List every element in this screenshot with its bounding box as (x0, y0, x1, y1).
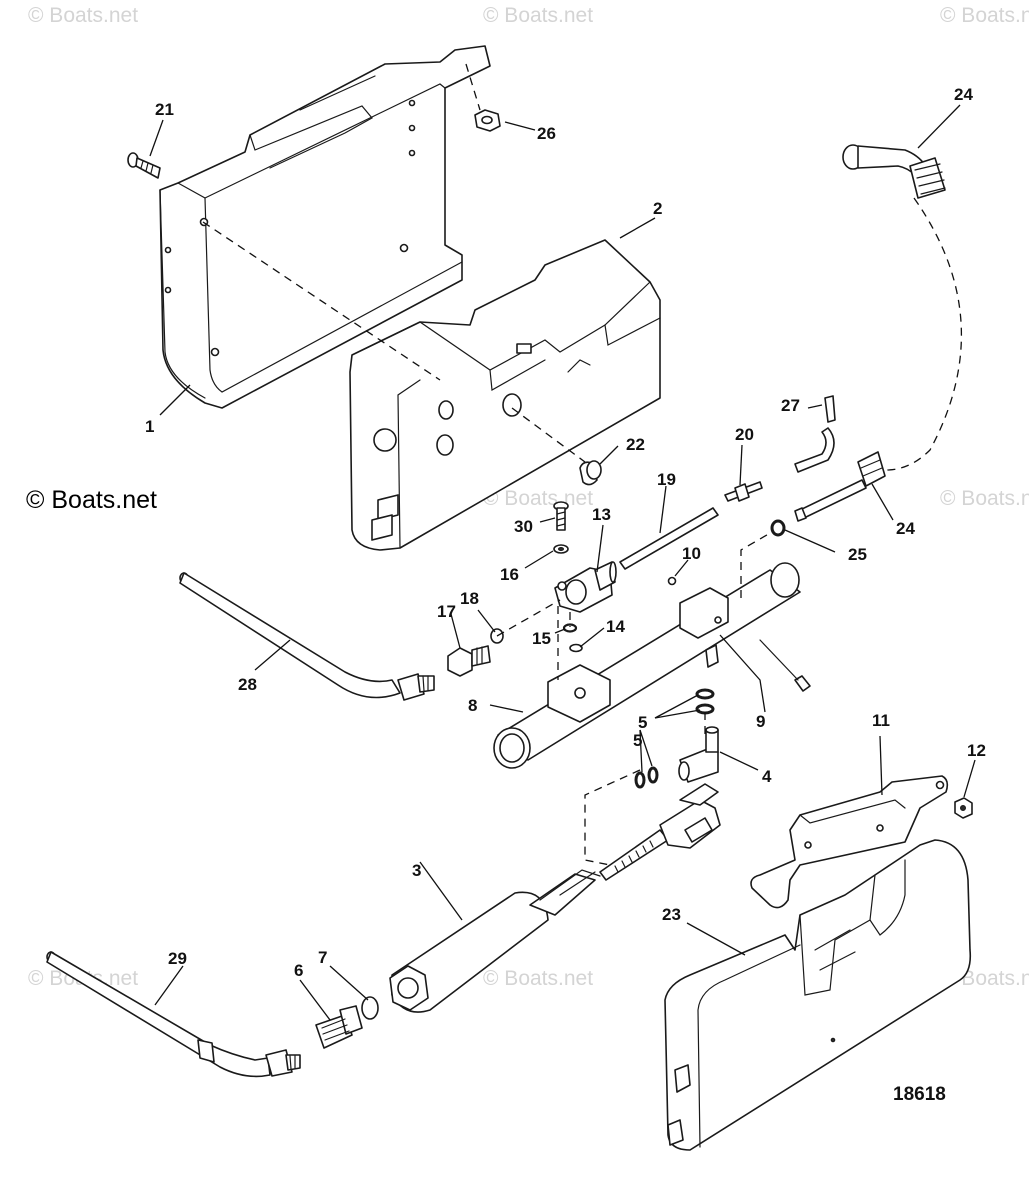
callout-4: 4 (762, 767, 772, 786)
figure-number: 18618 (893, 1084, 946, 1105)
callout-7: 7 (318, 948, 327, 967)
part-4-elbow-fitting (678, 726, 719, 783)
callout-19: 19 (657, 470, 676, 489)
callout-20: 20 (735, 425, 754, 444)
watermark-top-left: © Boats.net (28, 4, 138, 27)
watermark-top-right: © Boats.net (940, 4, 1029, 27)
callout-24-lower: 24 (896, 519, 915, 538)
part-13-pressure-regulator (554, 561, 617, 613)
callout-15: 15 (532, 629, 551, 648)
part-7-filter-screen (361, 996, 379, 1020)
part-10-plug (667, 576, 677, 586)
callout-29: 29 (168, 949, 187, 968)
part-16-washer (553, 544, 569, 554)
part-12-nut (954, 797, 973, 819)
leader-lines (149, 104, 976, 1021)
callout-16: 16 (500, 565, 519, 584)
watermark-bottom-center: © Boats.net (483, 967, 593, 990)
part-8-fuel-rail (493, 562, 801, 769)
part-1-mounting-bracket (159, 45, 491, 409)
watermark-top-center: © Boats.net (483, 4, 593, 27)
part-28-fuel-line (179, 572, 435, 701)
callout-23: 23 (662, 905, 681, 924)
callout-18: 18 (460, 589, 479, 608)
watermarks: © Boats.net © Boats.net © Boats.net © Bo… (26, 4, 1029, 990)
callout-14: 14 (606, 617, 625, 636)
part-19-rod (619, 507, 719, 570)
callout-12: 12 (967, 741, 986, 760)
part-29-fuel-line (46, 951, 301, 1078)
callout-6: 6 (294, 961, 303, 980)
watermark-mid-right: © Boats.net (940, 487, 1029, 510)
part-15-o-ring (562, 623, 578, 633)
part-17-fitting (447, 645, 491, 677)
part-6-fitting (315, 1005, 363, 1049)
part-21-screw (127, 152, 161, 179)
callout-2: 2 (653, 199, 662, 218)
callout-labels: 1 2 3 4 5 5 6 7 8 9 10 11 12 13 14 15 16… (145, 85, 986, 980)
callout-5-upper: 5 (638, 713, 647, 732)
part-26-nut (474, 109, 501, 132)
part-9-screw (759, 639, 811, 692)
callout-24-upper: 24 (954, 85, 973, 104)
part-25-o-ring (770, 519, 786, 537)
callout-27: 27 (781, 396, 800, 415)
callout-9: 9 (756, 712, 765, 731)
part-20-fitting (724, 481, 763, 502)
callout-13: 13 (592, 505, 611, 524)
callout-10: 10 (682, 544, 701, 563)
part-2-module-cover (349, 239, 661, 551)
callout-26: 26 (537, 124, 556, 143)
part-11-lower-bracket (750, 775, 949, 909)
watermark-main: © Boats.net (26, 486, 157, 514)
callout-5-lower: 5 (633, 731, 642, 750)
callout-8: 8 (468, 696, 477, 715)
part-30-screw (553, 501, 569, 531)
callout-21: 21 (155, 100, 174, 119)
part-22-grommet (579, 460, 602, 486)
callout-11: 11 (872, 711, 890, 730)
callout-1: 1 (145, 417, 154, 436)
part-3-fuel-pump (389, 783, 721, 1013)
callout-28: 28 (238, 675, 257, 694)
part-5-o-rings (634, 688, 715, 789)
assembly-lines (202, 63, 962, 866)
part-23-module-housing (664, 839, 972, 1151)
part-24-fuel-hose (794, 144, 946, 522)
callout-17: 17 (437, 602, 456, 621)
callout-3: 3 (412, 861, 421, 880)
callout-22: 22 (626, 435, 645, 454)
callout-30: 30 (514, 517, 533, 536)
part-14-washer (569, 643, 583, 653)
part-27-vacuum-hose (794, 395, 836, 473)
callout-25: 25 (848, 545, 867, 564)
